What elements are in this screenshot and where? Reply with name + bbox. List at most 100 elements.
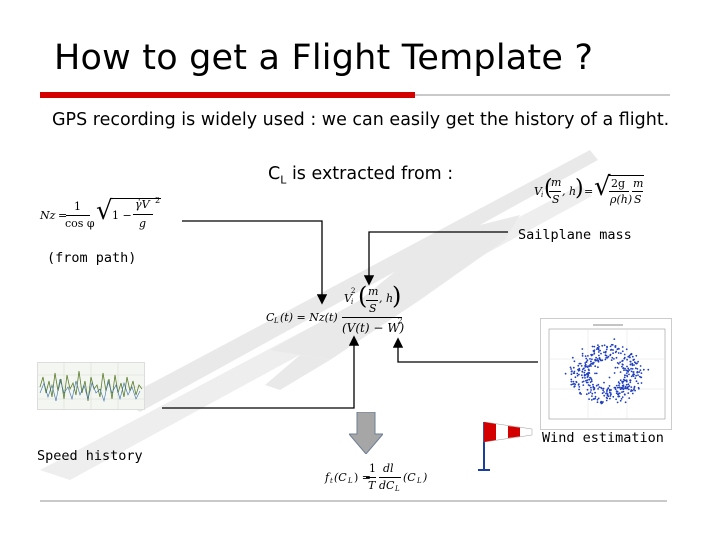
scatter-point	[642, 368, 645, 371]
scatter-point	[571, 356, 574, 359]
scatter-point	[598, 386, 601, 388]
scatter-point	[584, 364, 586, 367]
scatter-point	[621, 346, 624, 348]
scatter-point	[589, 381, 592, 383]
scatter-point	[576, 374, 579, 377]
scatter-point	[582, 384, 585, 386]
scatter-point	[614, 346, 617, 348]
scatter-point	[631, 392, 634, 395]
scatter-point	[586, 359, 589, 362]
scatter-point	[591, 363, 594, 365]
scatter-point	[617, 381, 620, 384]
scatter-point	[581, 381, 584, 383]
scatter-point	[580, 393, 582, 395]
scatter-point	[621, 359, 624, 362]
scatter-point	[610, 348, 613, 351]
scatter-point	[594, 365, 597, 368]
scatter-point	[603, 381, 605, 384]
scatter-point	[597, 388, 599, 390]
scatter-point	[619, 371, 622, 373]
scatter-point	[590, 386, 592, 389]
scatter-point	[622, 386, 625, 388]
scatter-point	[622, 378, 625, 381]
scatter-point	[632, 371, 635, 373]
scatter-point	[575, 381, 578, 384]
scatter-point	[599, 349, 601, 352]
scatter-point	[635, 362, 638, 365]
speed-history-chart	[37, 362, 145, 410]
scatter-point	[591, 395, 593, 397]
scatter-point	[608, 388, 611, 391]
scatter-point	[577, 364, 580, 367]
scatter-point	[598, 345, 600, 348]
scatter-point	[615, 398, 617, 401]
scatter-point	[603, 394, 606, 397]
scatter-point	[579, 362, 582, 365]
scatter-point	[614, 366, 617, 369]
scatter-point	[610, 359, 613, 361]
scatter-point	[634, 389, 636, 392]
scatter-point	[626, 387, 629, 390]
scatter-point	[638, 387, 640, 390]
scatter-point	[621, 386, 623, 389]
speed-history-trace	[38, 363, 144, 409]
scatter-point	[583, 373, 586, 376]
scatter-point	[625, 379, 628, 382]
scatter-point	[593, 352, 596, 355]
scatter-point	[578, 362, 581, 365]
scatter-point	[631, 368, 634, 370]
scatter-point	[570, 380, 573, 383]
windsock-icon	[478, 421, 533, 471]
scatter-point	[608, 385, 611, 387]
scatter-point	[581, 352, 584, 355]
scatter-point	[572, 383, 574, 386]
scatter-point	[628, 397, 631, 399]
scatter-point	[605, 392, 607, 395]
cl-equation: C L (t) = Nz(t) V i 2 ( m S , h ) (V(t) …	[266, 282, 405, 335]
scatter-point	[619, 379, 622, 382]
scatter-point	[597, 397, 600, 400]
scatter-point	[595, 384, 598, 387]
scatter-point	[577, 384, 580, 386]
scatter-point	[637, 374, 639, 376]
scatter-point	[572, 380, 575, 383]
scatter-point	[591, 345, 594, 348]
scatter-point	[606, 397, 609, 400]
scatter-point	[587, 365, 589, 367]
scatter-point	[589, 358, 591, 360]
nz-den: cos φ	[65, 217, 95, 230]
scatter-point	[588, 365, 591, 368]
scatter-point	[596, 358, 599, 360]
scatter-point	[618, 384, 620, 387]
scatter-point	[630, 352, 633, 355]
scatter-point	[604, 350, 607, 353]
scatter-point	[600, 352, 602, 355]
scatter-point	[633, 364, 635, 366]
scatter-point	[633, 361, 636, 364]
scatter-point	[624, 393, 626, 396]
velocity-equation: V i ( m S , h ) = √ 2g ρ(h) m S	[534, 172, 644, 206]
scatter-point	[618, 392, 620, 395]
scatter-point	[616, 401, 619, 404]
cl-extracted-text: is extracted from :	[286, 164, 454, 184]
scatter-point	[591, 358, 593, 361]
scatter-point	[572, 372, 575, 374]
wind-scatter-plot	[540, 318, 672, 430]
scatter-point	[584, 369, 586, 372]
scatter-point	[590, 399, 593, 401]
scatter-point	[605, 354, 608, 357]
scatter-point	[629, 363, 632, 366]
scatter-point	[581, 348, 584, 350]
scatter-point	[616, 366, 619, 369]
bottom-rule	[40, 500, 667, 502]
scatter-point	[595, 356, 597, 359]
scatter-point	[601, 344, 604, 347]
scatter-point	[570, 370, 573, 373]
scatter-point	[623, 369, 625, 372]
scatter-point	[592, 350, 595, 352]
scatter-point	[598, 358, 601, 360]
scatter-point	[623, 376, 626, 379]
scatter-point	[597, 359, 600, 362]
scatter-point	[621, 380, 623, 383]
